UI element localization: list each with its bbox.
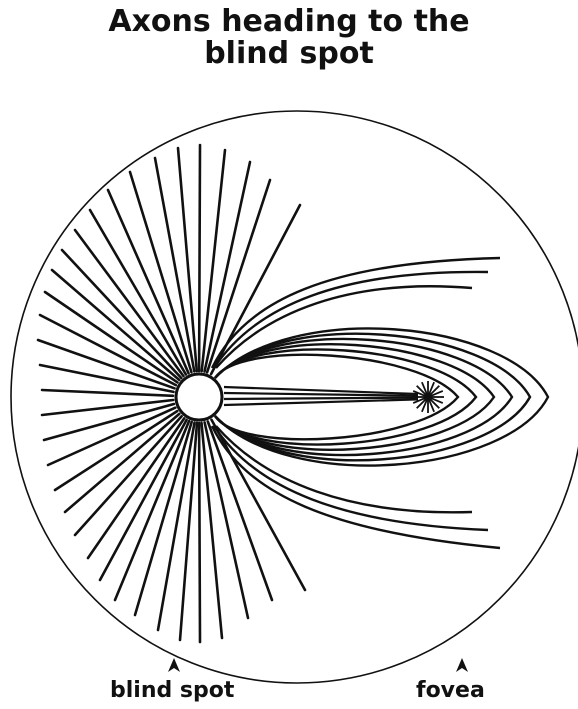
axon-ray <box>199 423 200 642</box>
blind-spot-marker-icon <box>168 658 180 672</box>
axon-ray <box>40 365 174 392</box>
papillomacular-axon <box>224 399 418 405</box>
axon-ray <box>108 190 189 373</box>
axon-ray <box>205 162 251 372</box>
fovea-marker-icon <box>456 658 468 672</box>
axon-ray <box>42 400 173 415</box>
blind-spot-label: blind spot <box>110 678 234 703</box>
axon-ray <box>55 411 177 490</box>
optic-disc <box>176 374 222 420</box>
axon-ray <box>90 210 186 375</box>
axon-ray <box>42 390 173 396</box>
papillomacular-axon <box>224 398 418 399</box>
fovea-label: fovea <box>416 678 485 703</box>
arching-axons <box>212 258 548 548</box>
fovea-center <box>424 393 432 401</box>
axon-ray <box>199 145 200 371</box>
axon-ray <box>202 150 225 371</box>
fovea-burst <box>412 381 444 413</box>
axon-ray <box>48 408 175 465</box>
